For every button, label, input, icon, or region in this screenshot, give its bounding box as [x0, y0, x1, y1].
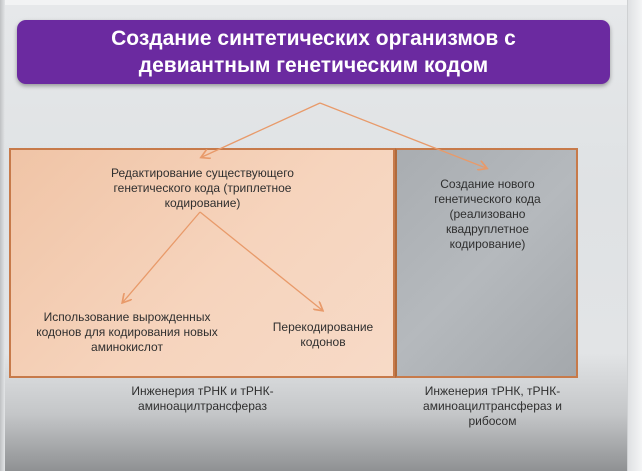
node-text: кодирование): [449, 237, 526, 251]
node-text: Создание нового: [440, 177, 535, 191]
node-text: кодирование): [164, 196, 241, 210]
node-text: генетического кода (триплетное: [113, 181, 292, 195]
node-text: генетического кода: [434, 192, 541, 206]
screen-top-edge: [0, 0, 642, 5]
screen-left-edge: [0, 0, 5, 471]
node-text: кодонов для кодирования новых: [36, 325, 218, 339]
node-text: кодонов: [300, 335, 346, 349]
caption-right-trna-ribosome-engineering: Инженерия тРНК, тРНК- аминоацилтрансфера…: [400, 384, 585, 429]
caption-text: аминоацилтрансфераз и: [423, 399, 562, 413]
node-text: аминокислот: [91, 340, 163, 354]
caption-text: рибосом: [468, 414, 517, 428]
node-new-genetic-code: Создание нового генетического кода (реал…: [400, 177, 575, 252]
caption-text: аминоацилтрансфераз: [138, 399, 267, 413]
caption-text: Инженерия тРНК и тРНК-: [131, 384, 274, 398]
caption-text: Инженерия тРНК, тРНК-: [424, 384, 561, 398]
right-panel-quadruplet: [395, 148, 578, 378]
node-text: Перекодирование: [272, 320, 374, 334]
title-line-1: Создание синтетических организмов с: [111, 27, 516, 50]
screen-right-edge: [627, 0, 642, 471]
node-text: (реализовано: [449, 207, 526, 221]
node-text: квадруплетное: [446, 222, 529, 236]
title-line-2: девиантным генетическим кодом: [138, 54, 489, 77]
node-text: Редактирование существующего: [111, 166, 294, 180]
slide-title: Создание синтетических организмов с деви…: [17, 20, 610, 84]
node-codon-recoding: Перекодирование кодонов: [258, 320, 388, 350]
caption-left-trna-engineering: Инженерия тРНК и тРНК- аминоацилтрансфер…: [110, 384, 295, 414]
node-editing-existing-code: Редактирование существующего генетическо…: [95, 166, 310, 211]
node-degenerate-codons: Использование вырожденных кодонов для ко…: [22, 310, 232, 355]
node-text: Использование вырожденных: [43, 310, 211, 324]
